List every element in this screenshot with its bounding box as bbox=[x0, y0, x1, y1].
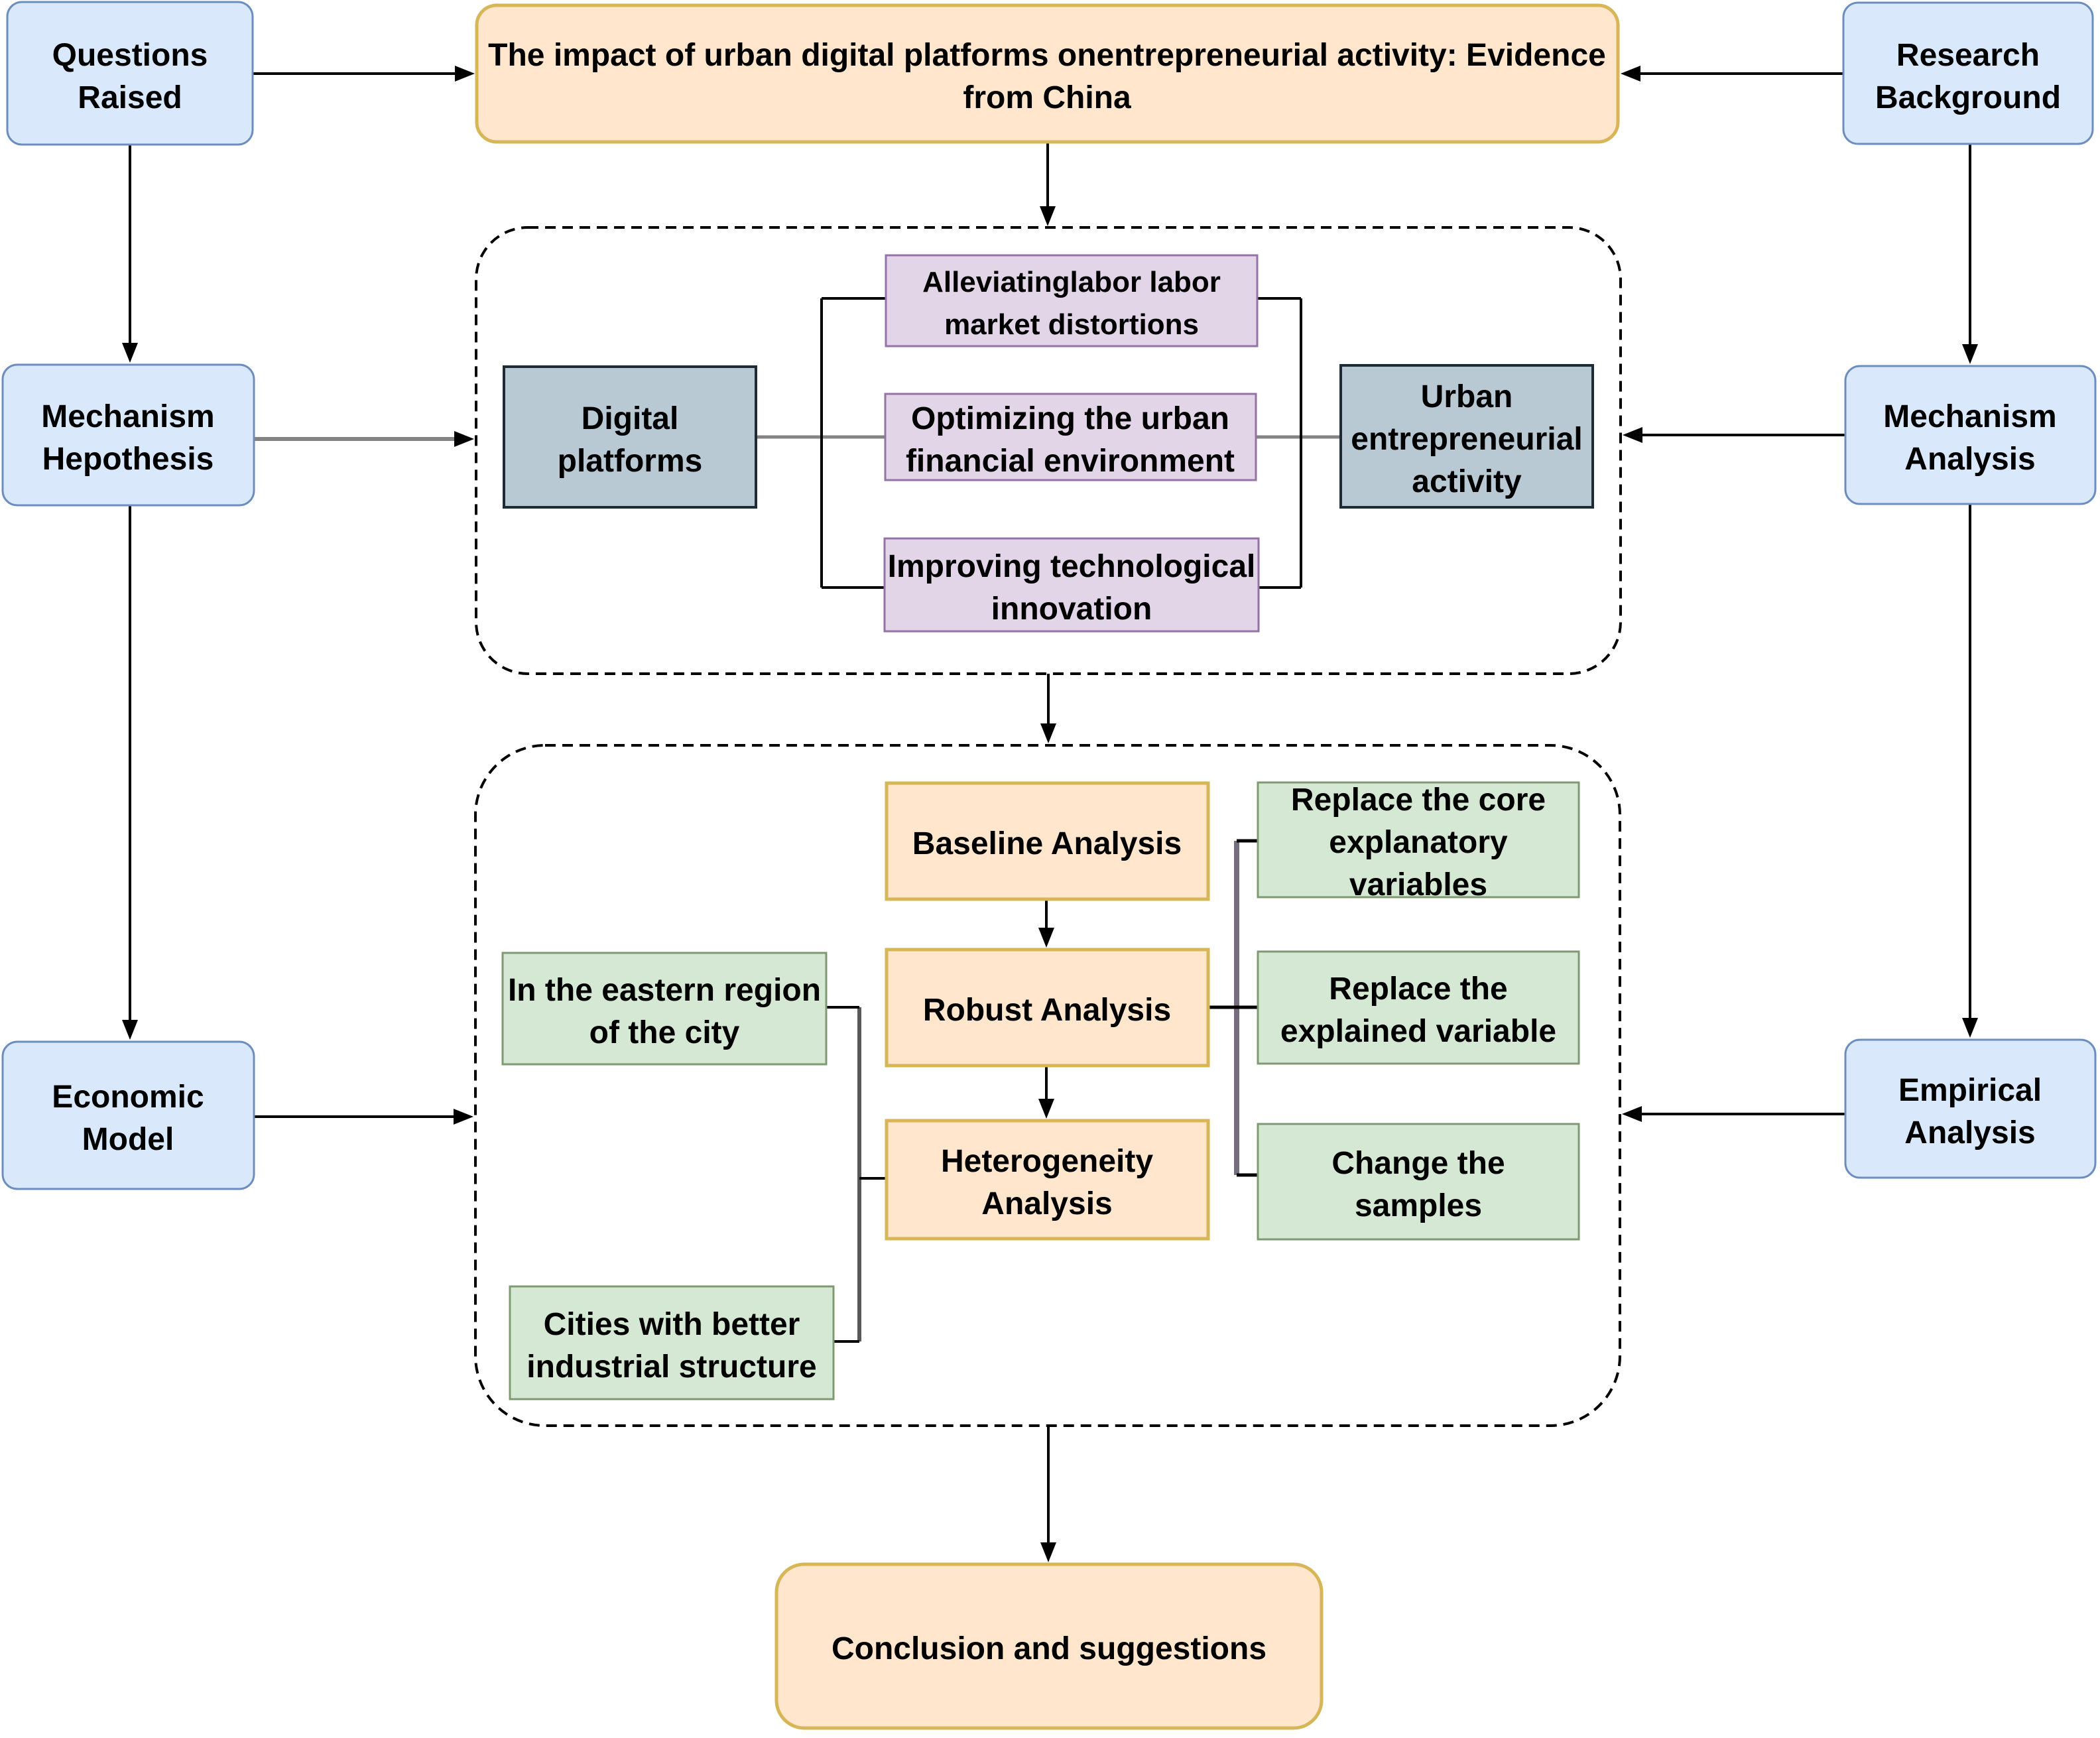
svg-text:entrepreneurial: entrepreneurial bbox=[1351, 422, 1582, 457]
svg-text:Cities with better: Cities with better bbox=[544, 1307, 800, 1342]
svg-text:Research: Research bbox=[1896, 38, 2040, 73]
svg-text:samples: samples bbox=[1355, 1188, 1482, 1223]
svg-text:Mechanism: Mechanism bbox=[1883, 399, 2056, 434]
svg-text:In the eastern region: In the eastern region bbox=[508, 973, 821, 1008]
svg-text:Mechanism: Mechanism bbox=[41, 399, 214, 434]
svg-text:Background: Background bbox=[1875, 80, 2061, 115]
svg-text:Raised: Raised bbox=[78, 80, 182, 115]
svg-text:Economic: Economic bbox=[52, 1080, 204, 1115]
svg-text:Baseline Analysis: Baseline Analysis bbox=[912, 826, 1182, 861]
svg-text:Analysis: Analysis bbox=[1904, 1115, 2035, 1150]
svg-text:Conclusion and suggestions: Conclusion and suggestions bbox=[832, 1631, 1266, 1666]
svg-text:Empirical: Empirical bbox=[1898, 1073, 2042, 1108]
svg-text:industrial structure: industrial structure bbox=[526, 1349, 816, 1385]
svg-text:The impact of urban digital pl: The impact of urban digital platforms on… bbox=[488, 38, 1606, 73]
svg-text:platforms: platforms bbox=[558, 444, 703, 479]
svg-text:Alleviatinglabor labor: Alleviatinglabor labor bbox=[922, 266, 1221, 298]
svg-text:Robust Analysis: Robust Analysis bbox=[923, 993, 1171, 1028]
svg-text:explanatory: explanatory bbox=[1329, 825, 1508, 860]
svg-text:Digital: Digital bbox=[582, 401, 679, 436]
svg-text:Analysis: Analysis bbox=[981, 1186, 1112, 1221]
svg-text:Replace the core: Replace the core bbox=[1291, 782, 1546, 818]
svg-text:variables: variables bbox=[1349, 867, 1487, 902]
svg-text:financial environment: financial environment bbox=[906, 444, 1235, 479]
svg-text:innovation: innovation bbox=[991, 591, 1152, 627]
svg-text:Optimizing the urban: Optimizing the urban bbox=[911, 401, 1229, 436]
svg-text:explained variable: explained variable bbox=[1280, 1014, 1556, 1049]
svg-text:Questions: Questions bbox=[52, 38, 208, 73]
svg-text:Change the: Change the bbox=[1331, 1146, 1505, 1181]
svg-text:Model: Model bbox=[82, 1122, 174, 1157]
svg-text:market distortions: market distortions bbox=[944, 308, 1199, 341]
svg-text:Analysis: Analysis bbox=[1904, 442, 2035, 477]
svg-text:from China: from China bbox=[963, 80, 1131, 115]
svg-text:Hepothesis: Hepothesis bbox=[42, 442, 214, 477]
svg-text:activity: activity bbox=[1412, 464, 1522, 499]
svg-text:Heterogeneity: Heterogeneity bbox=[941, 1144, 1153, 1179]
svg-text:Improving technological: Improving technological bbox=[888, 549, 1256, 584]
svg-text:Replace the: Replace the bbox=[1329, 971, 1507, 1007]
svg-text:Urban: Urban bbox=[1421, 379, 1513, 414]
svg-text:of the city: of the city bbox=[589, 1015, 740, 1050]
